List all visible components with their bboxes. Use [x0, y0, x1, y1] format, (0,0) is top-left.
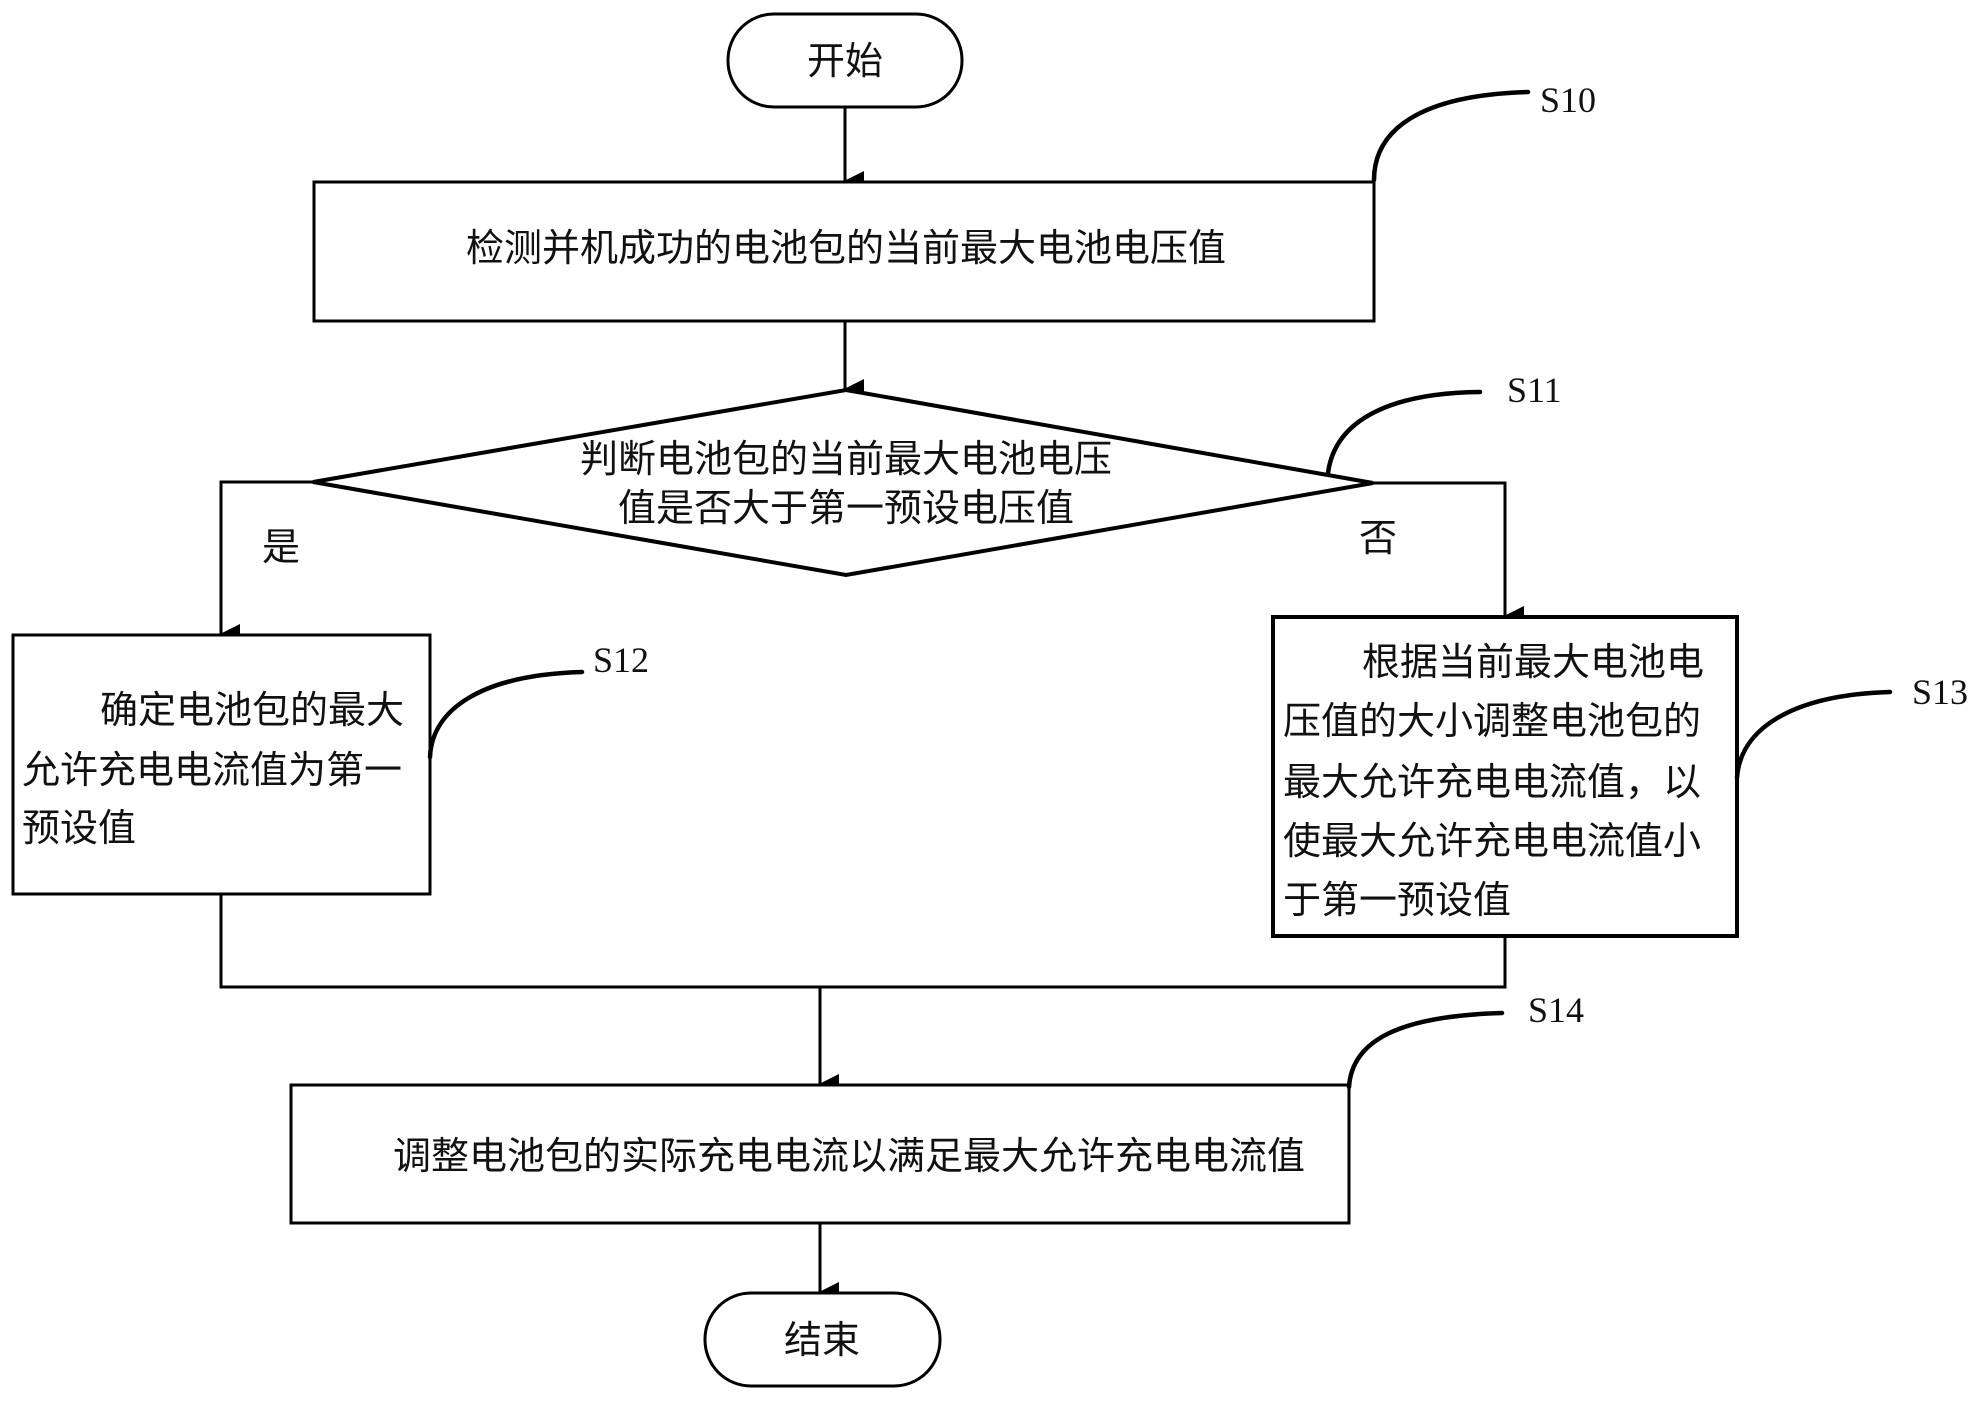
leader-line-s11	[1328, 392, 1480, 473]
branch-label-no: 否	[1359, 516, 1397, 560]
process-box-s14: 调整电池包的实际充电电流以满足最大允许充电电流值	[291, 1085, 1349, 1223]
process-text-s12-line-1: 确定电池包的最大	[100, 688, 404, 732]
process-text-s10: 检测并机成功的电池包的当前最大电池电压值	[466, 226, 1226, 270]
process-box-s13: 根据当前最大电池电 压值的大小调整电池包的 最大允许充电电流值，以 使最大允许充…	[1273, 617, 1737, 936]
decision-diamond-s11-shape	[313, 390, 1373, 575]
step-label-s11: S11	[1507, 370, 1562, 410]
leader-line-s14	[1349, 1013, 1502, 1087]
process-text-s14: 调整电池包的实际充电电流以满足最大允许充电电流值	[393, 1134, 1305, 1178]
step-label-s14: S14	[1528, 990, 1584, 1030]
step-label-s12: S12	[593, 640, 649, 680]
step-label-s10: S10	[1540, 80, 1596, 120]
process-text-s13-line-1: 根据当前最大电池电	[1362, 640, 1704, 684]
process-text-s13-line-4: 使最大允许充电电流值小	[1283, 819, 1701, 863]
decision-text-line-1: 判断电池包的当前最大电池电压	[580, 437, 1112, 481]
end-terminal: 结束	[705, 1293, 940, 1386]
process-text-s13-line-3: 最大允许充电电流值，以	[1283, 760, 1701, 804]
start-terminal: 开始	[728, 14, 962, 107]
process-text-s13-line-2: 压值的大小调整电池包的	[1283, 699, 1701, 743]
process-text-s12-line-3: 预设值	[22, 806, 136, 850]
process-box-s10: 检测并机成功的电池包的当前最大电池电压值	[314, 182, 1374, 321]
leader-line-s13	[1737, 692, 1890, 778]
branch-label-yes: 是	[262, 525, 300, 569]
step-label-s13: S13	[1912, 672, 1968, 712]
start-label: 开始	[807, 39, 883, 83]
end-label: 结束	[784, 1318, 860, 1362]
process-text-s13-line-5: 于第一预设值	[1283, 878, 1511, 922]
leader-line-s12	[430, 672, 582, 757]
decision-text-line-2: 值是否大于第一预设电压值	[618, 486, 1074, 530]
process-box-s12: 确定电池包的最大 允许充电电流值为第一 预设值	[13, 635, 430, 894]
process-text-s12-line-2: 允许充电电流值为第一	[22, 748, 402, 792]
leader-line-s10	[1374, 92, 1528, 180]
decision-diamond-s11: 判断电池包的当前最大电池电压 值是否大于第一预设电压值	[313, 390, 1373, 575]
